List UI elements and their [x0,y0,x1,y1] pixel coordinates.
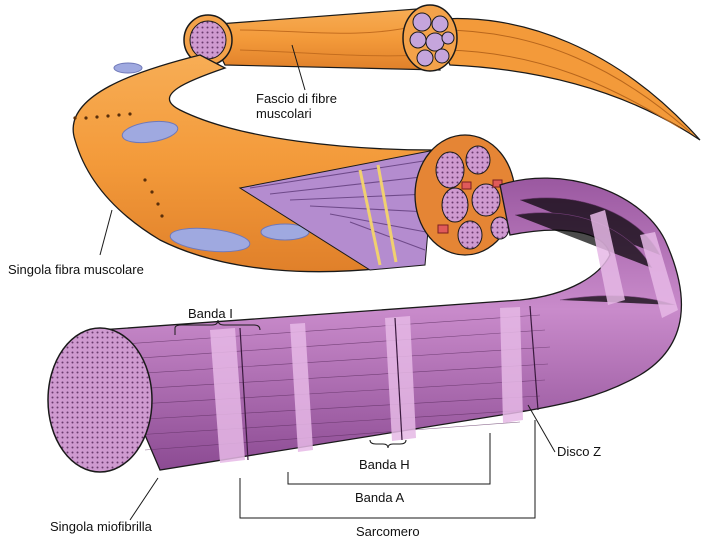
band-h-bracket [369,439,407,449]
annotation-lines [99,44,556,521]
label-band-a: Banda A [355,490,405,505]
fiber-cutaway [238,134,516,271]
myofibril [99,177,682,471]
label-band-i: Banda I [188,306,233,321]
label-band-h: Banda H [359,457,410,472]
label-single-myofibril: Singola miofibrilla [50,519,152,534]
myofibril-end-cross-section [47,327,153,473]
fiber-leader [99,209,113,256]
fascicle-cross-section-small [183,14,233,66]
fascicle-cross-section-large [402,4,458,72]
sarcomere-bracket [239,420,536,519]
myofibril-leader [129,477,159,521]
label-sarcomere: Sarcomero [356,524,420,539]
label-single-fiber: Singola fibra muscolare [8,262,144,277]
label-disc-z: Disco Z [557,444,602,459]
band-a-bracket [287,433,491,485]
label-fascicle: Fascio di fibre muscolari [256,91,337,121]
disc-z-leader [527,404,556,453]
fascicle-leader [291,44,306,91]
band-i-bracket [174,319,261,335]
tendon [429,17,701,141]
